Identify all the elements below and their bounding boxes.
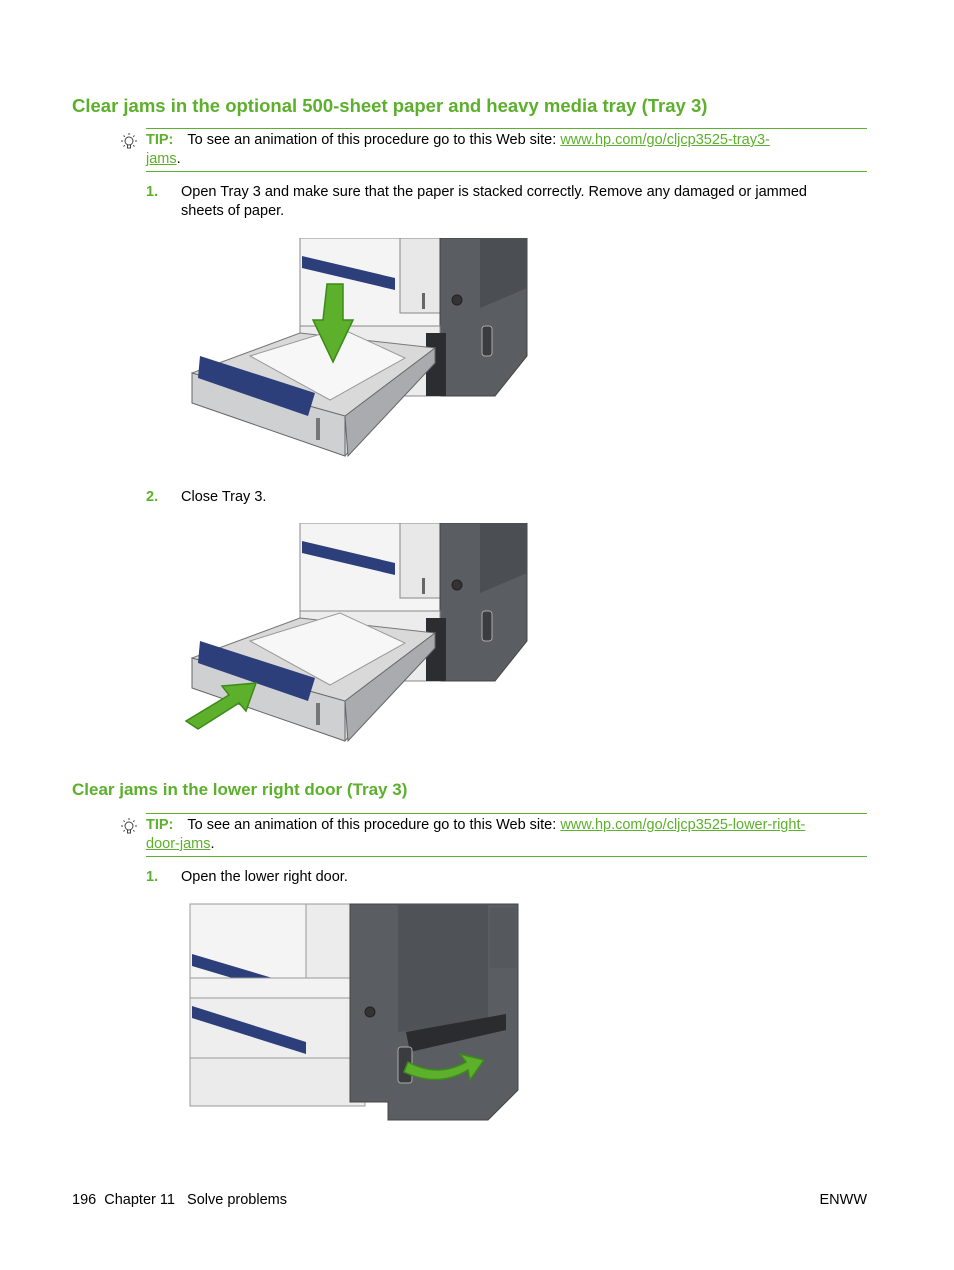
lower-right-door-animation-link[interactable]: www.hp.com/go/cljcp3525-lower-right-: [560, 817, 806, 833]
step-text: Close Tray 3.: [181, 489, 267, 505]
chapter-label: Chapter 11: [104, 1192, 175, 1208]
tip-box-tray3: TIP: To see an animation of this procedur…: [146, 128, 867, 172]
figure-open-lower-right-door: [189, 903, 519, 1121]
footer-code: ENWW: [819, 1192, 867, 1208]
tray3-animation-link[interactable]: www.hp.com/go/cljcp3525-tray3-: [560, 132, 770, 148]
section-title-lower-right-door: Clear jams in the lower right door (Tray…: [72, 780, 408, 799]
step-1-open-tray: 1. Open Tray 3 and make sure that the pa…: [146, 183, 867, 223]
tip-box-lower-right-door: TIP: To see an animation of this procedur…: [146, 813, 867, 857]
footer-right: ENWW: [819, 1192, 867, 1208]
step-text: Open Tray 3 and make sure that the paper…: [181, 184, 807, 219]
step-number: 2.: [146, 489, 159, 505]
tip-text: To see an animation of this procedure go…: [187, 132, 561, 148]
tip-label: TIP:: [146, 132, 174, 148]
step-1-open-lower-right-door: 1. Open the lower right door.: [146, 868, 867, 888]
page-number: 196: [72, 1192, 97, 1208]
tip-label: TIP:: [146, 817, 174, 833]
step-text: Open the lower right door.: [181, 869, 348, 885]
step-number: 1.: [146, 184, 159, 200]
section-title-tray3: Clear jams in the optional 500-sheet pap…: [72, 95, 708, 116]
figure-open-tray3: [190, 238, 528, 458]
step-number: 1.: [146, 869, 159, 885]
step-2-close-tray: 2. Close Tray 3.: [146, 488, 867, 508]
tip-text: To see an animation of this procedure go…: [187, 817, 561, 833]
lightbulb-tip-icon: [121, 818, 137, 834]
footer-left: 196 Chapter 11 Solve problems: [72, 1192, 287, 1208]
lightbulb-tip-icon: [121, 133, 137, 149]
figure-close-tray3: [184, 523, 528, 743]
lower-right-door-animation-link-cont[interactable]: door-jams: [146, 836, 211, 852]
tray3-animation-link-cont[interactable]: jams: [146, 151, 177, 167]
chapter-title: Solve problems: [187, 1192, 287, 1208]
